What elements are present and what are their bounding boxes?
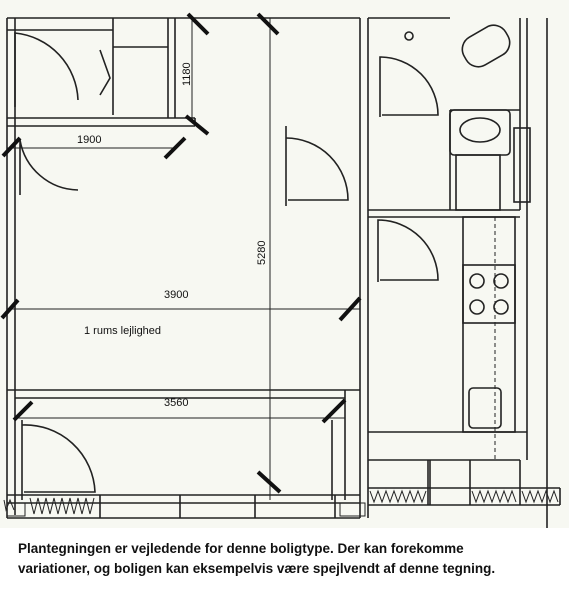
drain-icon — [404, 31, 414, 41]
washbasin-unit — [449, 109, 511, 156]
radiator — [513, 127, 531, 203]
closet-door-swing — [14, 32, 79, 107]
room-label: 1 rums lejlighed — [84, 325, 161, 337]
kitchen-door-swing — [377, 219, 439, 282]
dimension-3900: 3900 — [164, 289, 188, 301]
wardrobe-door-swing — [99, 49, 111, 96]
stove-top — [462, 264, 516, 324]
floor-plan-drawing: 1900 3900 3560 1180 5280 1 rums lejlighe… — [0, 12, 561, 528]
kitchen-sink — [468, 387, 502, 429]
hall-door-swing — [19, 139, 79, 195]
dimension-1900: 1900 — [77, 134, 101, 146]
burner-icon — [469, 273, 485, 289]
toilet-icon — [461, 24, 511, 68]
plan-disclaimer: Plantegningen er vejledende for denne bo… — [18, 539, 558, 579]
burner-icon — [493, 273, 509, 289]
balcony-door-swing — [21, 424, 96, 493]
kitchen-counter — [462, 216, 516, 433]
dimension-ticks — [0, 12, 362, 494]
dimension-3560: 3560 — [164, 397, 188, 409]
floor-plan-panel: 1900 3900 3560 1180 5280 1 rums lejlighe… — [0, 0, 569, 528]
burner-icon — [493, 299, 509, 315]
burner-icon — [469, 299, 485, 315]
washbasin — [459, 117, 501, 143]
bathroom-door-swing — [285, 137, 349, 201]
wall-insulation-hatch — [3, 489, 559, 515]
toilet-door-swing — [379, 56, 439, 117]
disclaimer-line-1: Plantegningen er vejledende for denne bo… — [18, 541, 464, 556]
dimension-1180: 1180 — [181, 62, 193, 86]
disclaimer-line-2: variationer, og boligen kan eksempelvis … — [18, 561, 496, 576]
shower-tray — [455, 154, 501, 211]
dimension-5280: 5280 — [256, 241, 268, 265]
